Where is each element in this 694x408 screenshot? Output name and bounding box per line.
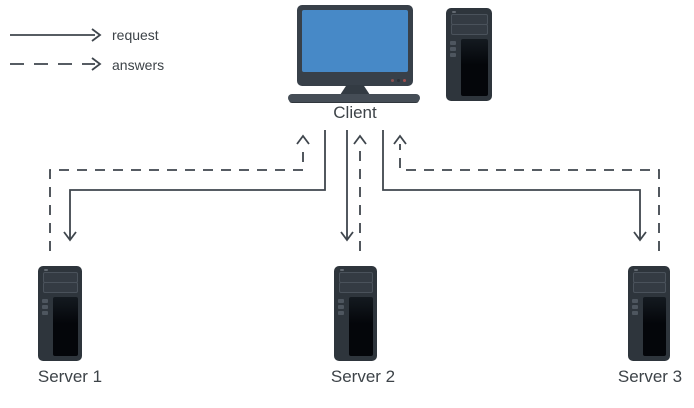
tower-button [450, 53, 456, 57]
drive-bay [339, 282, 373, 293]
drive-bay [43, 282, 78, 293]
tower-buttons [450, 41, 456, 57]
tower-front-panel [461, 39, 488, 96]
answers-line-server3-to-client [399, 144, 660, 251]
tower-button [450, 41, 456, 45]
client-monitor-icon [297, 5, 413, 86]
legend-answers-label: answers [112, 57, 165, 73]
tower-button [338, 299, 344, 303]
tower-button [42, 305, 48, 309]
answers-arrowhead-from-server1-icon [296, 134, 310, 145]
client-monitor-stand [340, 85, 370, 95]
tower-button [338, 311, 344, 315]
legend-answers-arrowhead-icon [91, 57, 102, 71]
server2-icon [334, 266, 377, 361]
tower-button [450, 47, 456, 51]
power-led-icon [634, 269, 638, 271]
request-arrowhead-server3-icon [633, 231, 647, 242]
tower-front-panel [643, 297, 666, 356]
tower-buttons [338, 299, 344, 315]
power-led-icon [340, 269, 344, 271]
tower-buttons [632, 299, 638, 315]
legend-request-label: request [112, 27, 159, 43]
tower-buttons [42, 299, 48, 315]
tower-button [632, 299, 638, 303]
request-line-client-to-server1 [69, 130, 326, 239]
tower-front-panel [53, 297, 78, 356]
tower-button [632, 305, 638, 309]
tower-front-panel [349, 297, 373, 356]
tower-button [338, 305, 344, 309]
client-monitor-screen [302, 10, 408, 72]
tower-button [42, 299, 48, 303]
server2-label: Server 2 [330, 367, 396, 386]
indicator-dot [391, 79, 394, 82]
request-arrowhead-server1-icon [63, 231, 77, 242]
answers-line-server1-to-client [49, 144, 304, 251]
client-label: Client [333, 103, 377, 122]
indicator-dot [403, 79, 406, 82]
tower-button [42, 311, 48, 315]
server3-icon [628, 266, 670, 361]
power-led-icon [44, 269, 48, 271]
server3-label: Server 3 [617, 367, 683, 386]
drive-bay [451, 24, 488, 35]
server1-icon [38, 266, 82, 361]
request-arrowhead-server2-icon [340, 231, 354, 242]
legend-request-arrowhead-icon [91, 28, 102, 42]
client-monitor-base [288, 94, 420, 102]
answers-arrowhead-from-server2-icon [353, 134, 367, 145]
client-monitor-indicator-lights [391, 79, 406, 82]
power-led-icon [452, 11, 456, 13]
client-tower-icon [446, 8, 492, 101]
drive-bay [633, 282, 666, 293]
answers-arrowhead-from-server3-icon [393, 134, 407, 145]
request-line-client-to-server3 [382, 130, 641, 239]
indicator-dot [397, 79, 400, 82]
tower-button [632, 311, 638, 315]
server1-label: Server 1 [37, 367, 103, 386]
